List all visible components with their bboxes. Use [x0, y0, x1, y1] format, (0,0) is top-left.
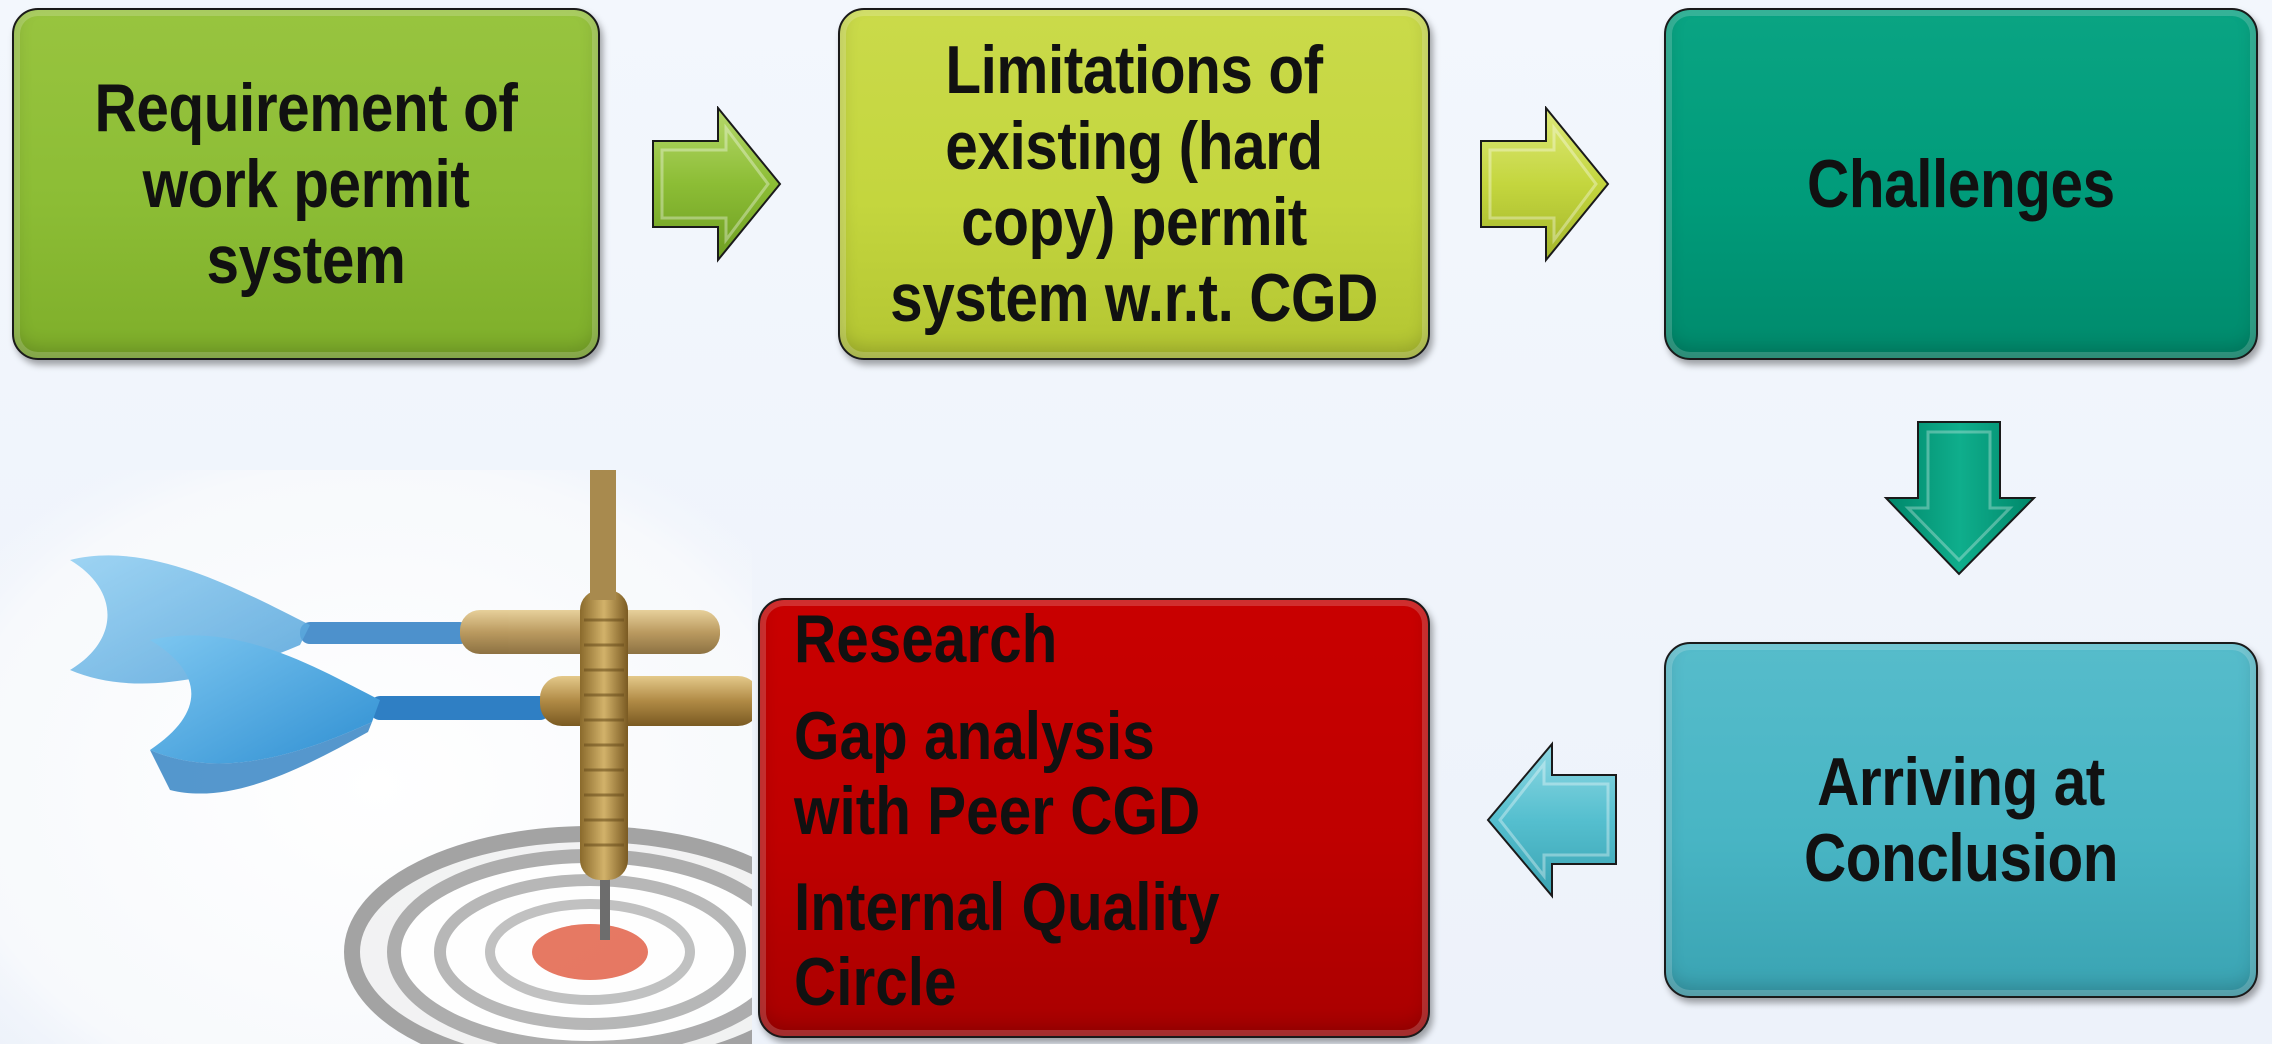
- arrow-left: [1486, 741, 1617, 899]
- conclusion-node: Arriving at Conclusion: [1664, 642, 2258, 998]
- research-item: Research: [794, 601, 1058, 677]
- research-node: Research Gap analysis with Peer CGD Inte…: [758, 598, 1430, 1038]
- limitations-node: Limitations of existing (hard copy) perm…: [838, 8, 1430, 360]
- challenges-label: Challenges: [1807, 145, 2115, 222]
- research-item: Gap analysis with Peer CGD: [794, 697, 1201, 849]
- conclusion-label: Arriving at Conclusion: [1803, 743, 2119, 896]
- requirement-node: Requirement of work permit system: [12, 8, 600, 360]
- challenges-node: Challenges: [1664, 8, 2258, 360]
- research-list: Research Gap analysis with Peer CGD Inte…: [794, 600, 1339, 1042]
- arrow-right-1: [652, 106, 782, 263]
- darts-on-target-image: [0, 470, 752, 1044]
- arrow-right-2: [1480, 106, 1610, 263]
- limitations-label: Limitations of existing (hard copy) perm…: [890, 31, 1378, 337]
- arrow-down: [1883, 421, 2037, 576]
- requirement-label: Requirement of work permit system: [94, 69, 518, 299]
- research-item: Internal Quality Circle: [794, 869, 1220, 1021]
